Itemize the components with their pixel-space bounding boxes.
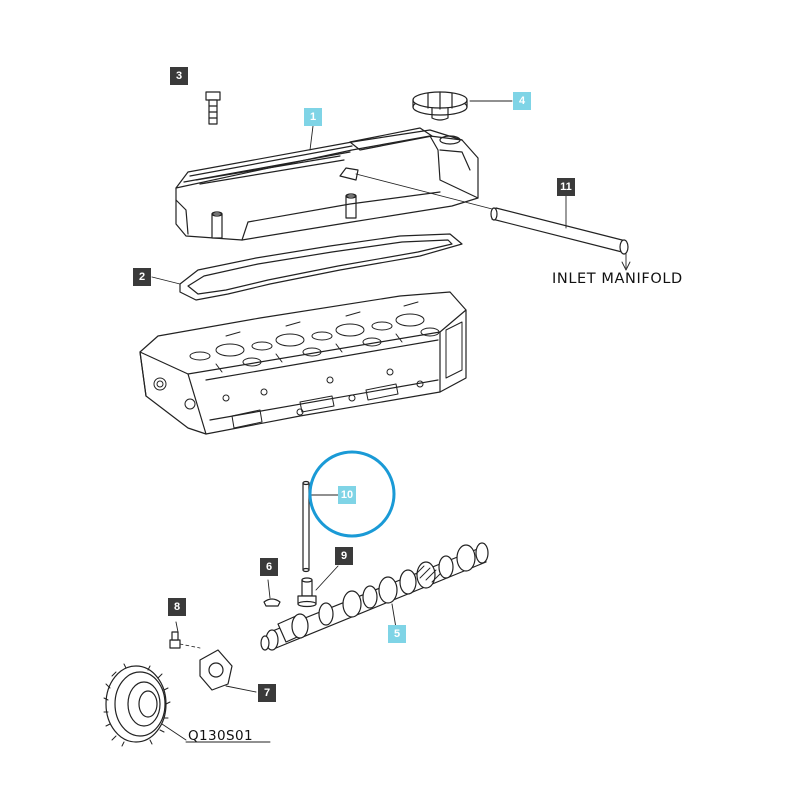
callout-4: 4 — [513, 92, 531, 110]
callout-9: 9 — [335, 547, 353, 565]
callout-7: 7 — [258, 684, 276, 702]
breather-hose-part-11 — [355, 173, 631, 271]
thrust-plate-part-7 — [199, 649, 257, 693]
callout-3: 3 — [170, 67, 188, 85]
gasket-part-2 — [179, 233, 463, 301]
timing-gear — [103, 663, 271, 747]
bolt-part-3 — [205, 91, 221, 125]
cylinder-head — [139, 291, 467, 435]
callout-5: 5 — [388, 625, 406, 643]
callout-8: 8 — [168, 598, 186, 616]
highlight-circle — [308, 450, 396, 538]
leader-lines — [151, 100, 567, 285]
woodruff-key-part-6 — [263, 579, 281, 607]
callout-10: 10 — [338, 486, 356, 504]
callout-11: 11 — [557, 178, 575, 196]
callout-6: 6 — [260, 558, 278, 576]
rocker-cover-part-1 — [175, 127, 479, 241]
camshaft-part-5 — [260, 542, 489, 651]
callout-2: 2 — [133, 268, 151, 286]
push-rod-part-10 — [302, 480, 339, 573]
tappet-part-9 — [297, 565, 339, 608]
bolt-part-8 — [169, 621, 201, 649]
filler-cap-part-4 — [412, 91, 468, 121]
drawing-code-label: Q130S01 — [188, 728, 253, 744]
inlet-manifold-label: INLET MANIFOLD — [552, 271, 683, 287]
callout-1: 1 — [304, 108, 322, 126]
